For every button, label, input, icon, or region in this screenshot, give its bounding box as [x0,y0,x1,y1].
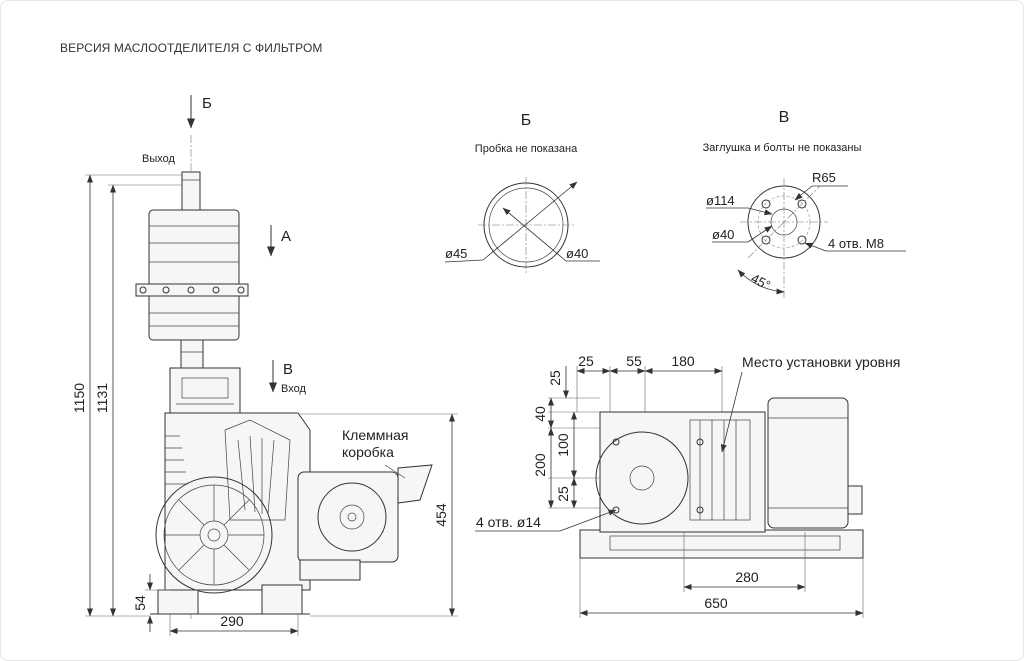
terminal-box-label-2: коробка [342,444,394,460]
side-dim-top-180: 180 [671,353,695,369]
view-v-dim-holes: 4 отв. М8 [828,236,884,251]
outlet-label: Выход [142,153,175,165]
side-dim-left-25-top: 25 [547,370,563,386]
oil-separator-tank [148,209,240,341]
side-motor [767,397,849,529]
foot-right [261,584,303,615]
inlet-label: Вход [281,383,306,395]
side-dim-top-55: 55 [626,353,642,369]
base-plate [579,529,864,559]
side-dim-left-25-bottom: 25 [555,486,571,502]
front-view: Б Выход А В Вход [71,95,458,636]
view-v-dim-radius: R65 [812,170,836,185]
dim-foot-height: 54 [132,595,148,611]
view-v-note: Заглушка и болты не показаны [703,142,862,154]
terminal-box [397,464,433,504]
flywheel [155,476,273,594]
separator-flange [135,283,249,297]
dim-outlet-height: 1131 [94,383,110,413]
view-v: В Заглушка и болты не показаны R65 ø114 … [703,109,906,300]
upper-housing [169,367,241,414]
view-b-dim-outer: ø45 [445,246,467,261]
terminal-box-label-1: Клеммная [342,427,408,443]
side-view: 25 55 180 Место установки уровня 25 40 1… [475,353,900,618]
side-dim-top-25: 25 [578,353,594,369]
side-dim-bottom-280: 280 [735,569,759,585]
outlet-pipe [181,171,201,211]
dim-total-height: 1150 [71,383,87,413]
side-dim-left-100: 100 [555,433,571,457]
side-dim-left-40: 40 [532,406,548,422]
holes-label: 4 отв. ø14 [476,514,541,530]
view-b-marker: Б [202,95,212,112]
view-a-marker: А [281,228,291,245]
view-b: Б Пробка не показана ø45 ø40 [444,112,600,273]
side-compressor [599,411,766,533]
foot-left [157,589,199,615]
separator-neck [180,339,204,369]
view-b-dim-inner: ø40 [566,246,588,261]
dim-base-height: 454 [433,503,449,527]
view-v-dim-bolt-circle: ø114 [706,193,735,208]
dim-width: 290 [220,613,244,629]
side-dim-left-200: 200 [532,453,548,477]
view-v-title: В [779,109,790,126]
view-v-marker: В [283,361,293,378]
level-label: Место установки уровня [742,354,900,370]
view-b-title: Б [521,112,532,129]
page-title: ВЕРСИЯ МАСЛООТДЕЛИТЕЛЯ С ФИЛЬТРОМ [60,41,323,55]
view-b-note: Пробка не показана [475,143,578,155]
view-v-dim-bore: ø40 [712,227,734,242]
side-dim-bottom-650: 650 [704,595,728,611]
compressor-block [164,412,311,591]
